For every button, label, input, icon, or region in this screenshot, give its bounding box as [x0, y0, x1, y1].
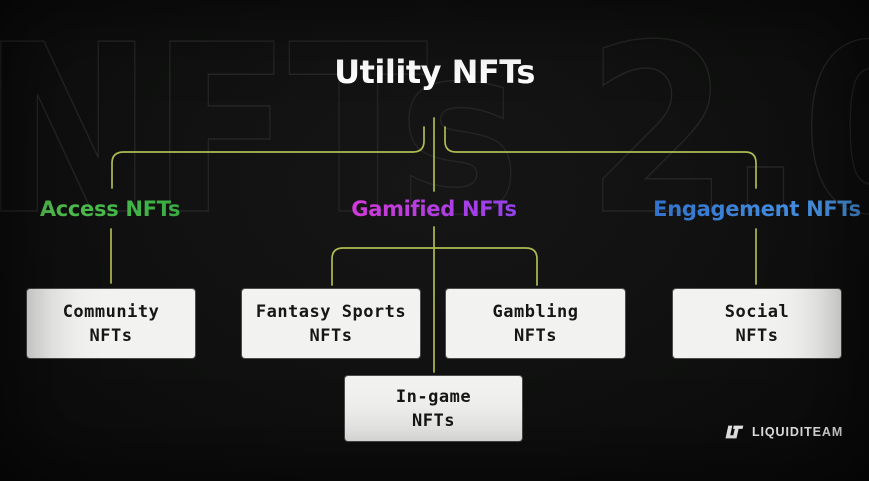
node-fantasy-sports-nfts: Fantasy Sports NFTs: [242, 289, 420, 358]
node-label-line1: Social: [724, 301, 790, 322]
node-label-line2: NFTs: [514, 325, 557, 346]
node-label-line1: Fantasy Sports: [255, 301, 407, 322]
node-gambling-nfts: Gambling NFTs: [446, 289, 625, 358]
liquiditeam-logo: LIQUIDITEAM: [722, 423, 843, 441]
heading-engagement-nfts: Engagement NFTs: [637, 197, 869, 221]
node-label-line2: NFTs: [735, 325, 779, 346]
node-label-line2: NFTs: [412, 410, 455, 431]
l7-monogram-icon: [725, 425, 744, 439]
node-label-line1: In-game: [395, 386, 472, 407]
heading-gamified-nfts: Gamified NFTs: [314, 197, 554, 221]
node-in-game-nfts: In-game NFTs: [345, 376, 522, 441]
node-label-line2: NFTs: [309, 325, 353, 346]
node-label-line1: Community: [62, 301, 160, 322]
logo-wordmark: LIQUIDITEAM: [752, 424, 844, 439]
heading-access-nfts: Access NFTs: [0, 197, 230, 221]
node-label-line2: NFTs: [89, 325, 133, 346]
page-title: Utility NFTs: [334, 53, 535, 91]
node-social-nfts: Social NFTs: [673, 289, 841, 358]
node-label-line1: Gambling: [492, 301, 579, 322]
node-community-nfts: Community NFTs: [27, 289, 195, 358]
